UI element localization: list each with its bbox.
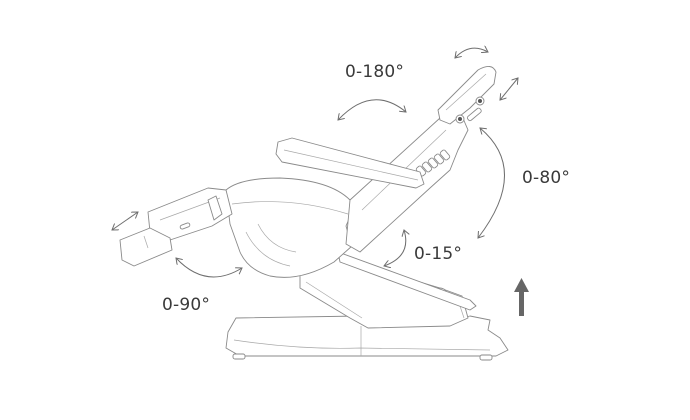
footrest-slide-arrow [112,212,138,230]
seat [225,177,357,278]
headrest-angle-label: 0-80° [522,168,571,188]
height-lift-arrow [514,278,529,316]
backrest-rotate-arrow [338,99,406,120]
headrest-slide-arrow [500,78,518,100]
seat-tilt-angle-label: 0-15° [414,244,463,264]
legrest [147,187,233,241]
backrest-angle-label: 0-180° [345,62,405,82]
side-vents [415,149,451,177]
seat-frame [337,251,477,311]
legrest-rotate-arrow [176,258,242,278]
headrest-rotate-arrow [455,48,488,58]
legrest-angle-label: 0-90° [162,295,211,315]
headrest [437,66,497,125]
seat-tilt-arrow [384,230,406,266]
headrest-tilt-arrow [478,128,505,238]
footrest [119,227,173,267]
armrest [275,137,425,189]
